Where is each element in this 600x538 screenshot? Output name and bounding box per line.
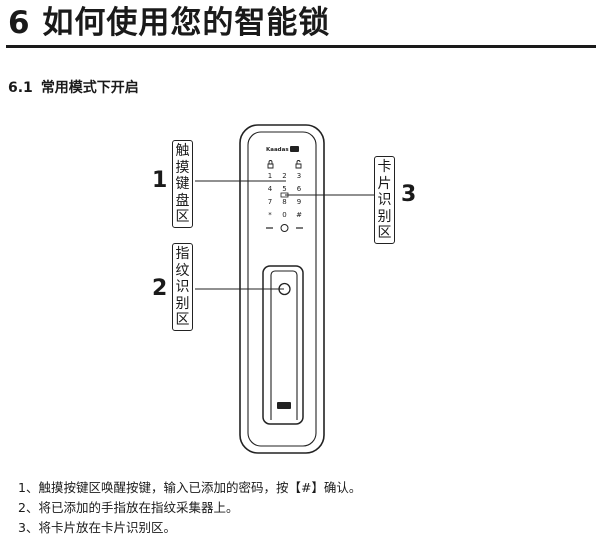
- chapter-title: 6 如何使用您的智能锁: [8, 5, 331, 41]
- lock-handle-outer: [262, 265, 304, 425]
- keypad-key[interactable]: 3: [297, 172, 301, 180]
- lock-diagram: Kaadas 1 2 3 4 5 6 7 8 9 * 0 #: [195, 124, 374, 454]
- callout-1-number: 1: [152, 168, 168, 193]
- lock-status-icon: [267, 160, 274, 169]
- keypad: 1 2 3 4 5 6 7 8 9 * 0 #: [268, 172, 302, 219]
- keypad-key[interactable]: 5: [282, 185, 286, 193]
- keypad-key[interactable]: 1: [268, 172, 272, 180]
- title-divider: [6, 45, 596, 48]
- callout-3-label: 卡 片 识 别 区: [374, 156, 395, 244]
- instruction-list: 1、触摸按键区唤醒按键，输入已添加的密码，按【#】确认。 2、将已添加的手指放在…: [18, 478, 361, 538]
- keypad-key[interactable]: #: [296, 211, 302, 219]
- section-heading: 常用模式下开启: [40, 80, 139, 96]
- keypad-key[interactable]: 6: [297, 185, 302, 193]
- unlock-status-icon: [295, 160, 302, 169]
- brand-logo-mark: [290, 146, 299, 152]
- callout-2-label: 指 纹 识 别 区: [172, 243, 193, 331]
- keypad-key[interactable]: 9: [297, 198, 301, 206]
- handle-logo-badge: [277, 402, 291, 409]
- section-number: 6.1: [8, 80, 33, 96]
- lock-handle-inner: [270, 270, 298, 420]
- callout-3-number: 3: [401, 182, 417, 207]
- keypad-key[interactable]: 0: [282, 211, 286, 219]
- instruction-item: 3、将卡片放在卡片识别区。: [18, 520, 176, 535]
- keypad-key[interactable]: 4: [268, 185, 273, 193]
- callout-2-number: 2: [152, 276, 168, 301]
- instruction-item: 1、触摸按键区唤醒按键，输入已添加的密码，按【#】确认。: [18, 480, 362, 495]
- brand-logo-text: Kaadas: [266, 147, 289, 153]
- status-icons: [267, 160, 302, 169]
- keypad-key[interactable]: *: [268, 211, 272, 219]
- confirm-ring-icon: [280, 224, 289, 232]
- keypad-key[interactable]: 7: [268, 198, 272, 206]
- keypad-key[interactable]: 2: [282, 172, 286, 180]
- callout-1-label: 触 摸 键 盘 区: [172, 140, 193, 228]
- section-title: 6.1 常用模式下开启: [8, 78, 139, 98]
- instruction-item: 2、将已添加的手指放在指纹采集器上。: [18, 500, 239, 515]
- keypad-key[interactable]: 8: [282, 198, 286, 206]
